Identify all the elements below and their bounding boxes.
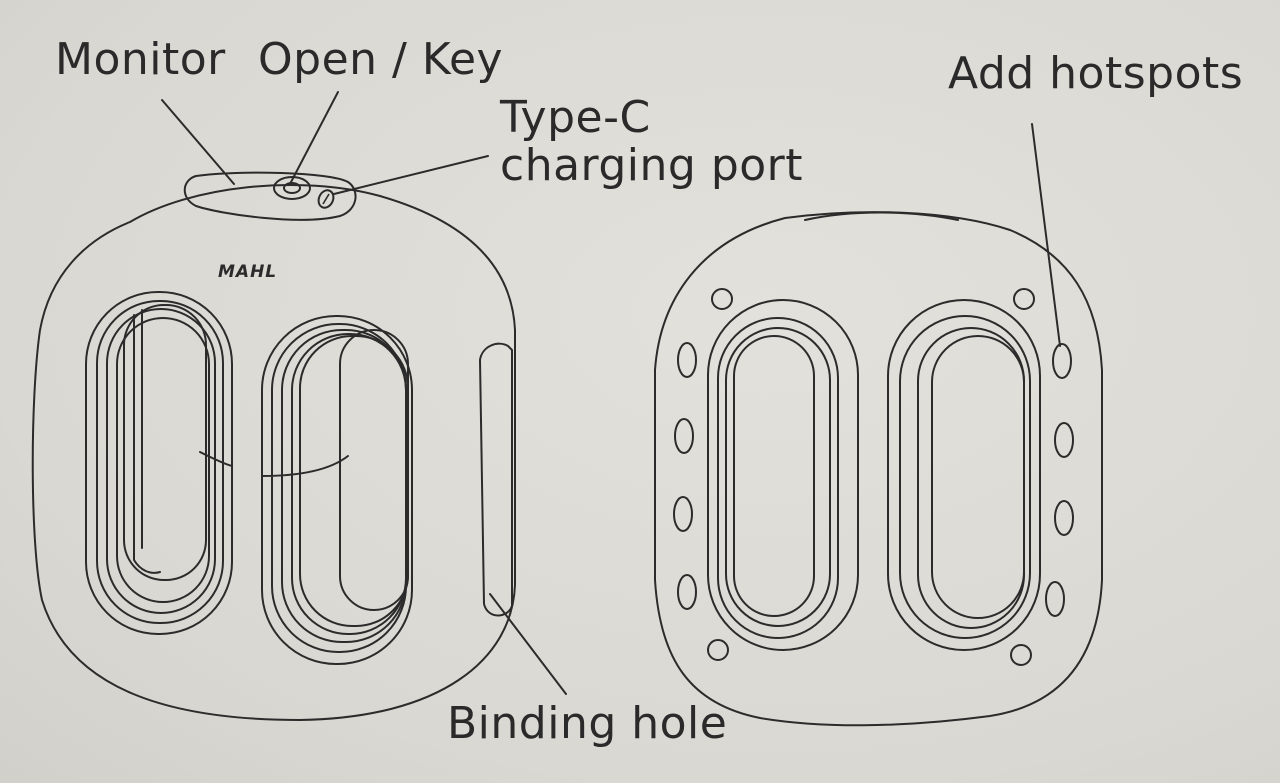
hotspot-slot: [673, 496, 693, 532]
hotspot-slot: [674, 418, 694, 454]
hotspot-slot: [1052, 343, 1072, 379]
label-open-key: Open / Key: [258, 34, 504, 85]
front-shell-outline: [31, 183, 516, 721]
label-binding-hole: Binding hole: [447, 698, 728, 749]
leader-lines: [161, 91, 1061, 695]
bottom-shell-outline: [654, 211, 1103, 727]
leader-monitor: [161, 99, 235, 185]
power-key-icon: [273, 176, 311, 200]
brand-logo: MAHL: [218, 262, 277, 282]
hotspot-slot: [677, 574, 697, 610]
bottom-right-pad: [887, 299, 1041, 651]
hotspot-round: [1013, 288, 1035, 310]
leader-open-key: [289, 91, 339, 185]
leader-add-hotspots: [1031, 123, 1061, 347]
hotspot-round: [711, 288, 733, 310]
hotspot-round: [1010, 644, 1032, 666]
hotspot-holes: [673, 288, 1074, 666]
leader-binding-hole: [489, 593, 567, 695]
binding-hole-slot: [479, 342, 513, 617]
leader-type-c: [333, 155, 489, 195]
hotspot-round: [707, 639, 729, 661]
type-c-port-icon: [317, 189, 335, 209]
label-add-hotspots: Add hotspots: [948, 48, 1244, 99]
hotspot-slot: [1054, 500, 1074, 536]
hotspot-slot: [1054, 422, 1074, 458]
bottom-view-device: [654, 211, 1103, 727]
label-monitor: Monitor: [55, 34, 226, 85]
label-type-c-charging-port: Type-C charging port: [500, 94, 803, 190]
right-foot-cavity: [261, 315, 413, 665]
bottom-left-pad: [707, 299, 859, 651]
bottom-top-ridge: [804, 211, 959, 221]
front-view-device: MAHL: [31, 171, 516, 721]
label-type-c-line1: Type-C: [500, 92, 651, 143]
left-foot-cavity: [85, 291, 233, 635]
hotspot-slot: [1045, 581, 1065, 617]
label-type-c-line2: charging port: [500, 140, 804, 191]
monitor-window: [183, 171, 357, 221]
hotspot-slot: [677, 342, 697, 378]
